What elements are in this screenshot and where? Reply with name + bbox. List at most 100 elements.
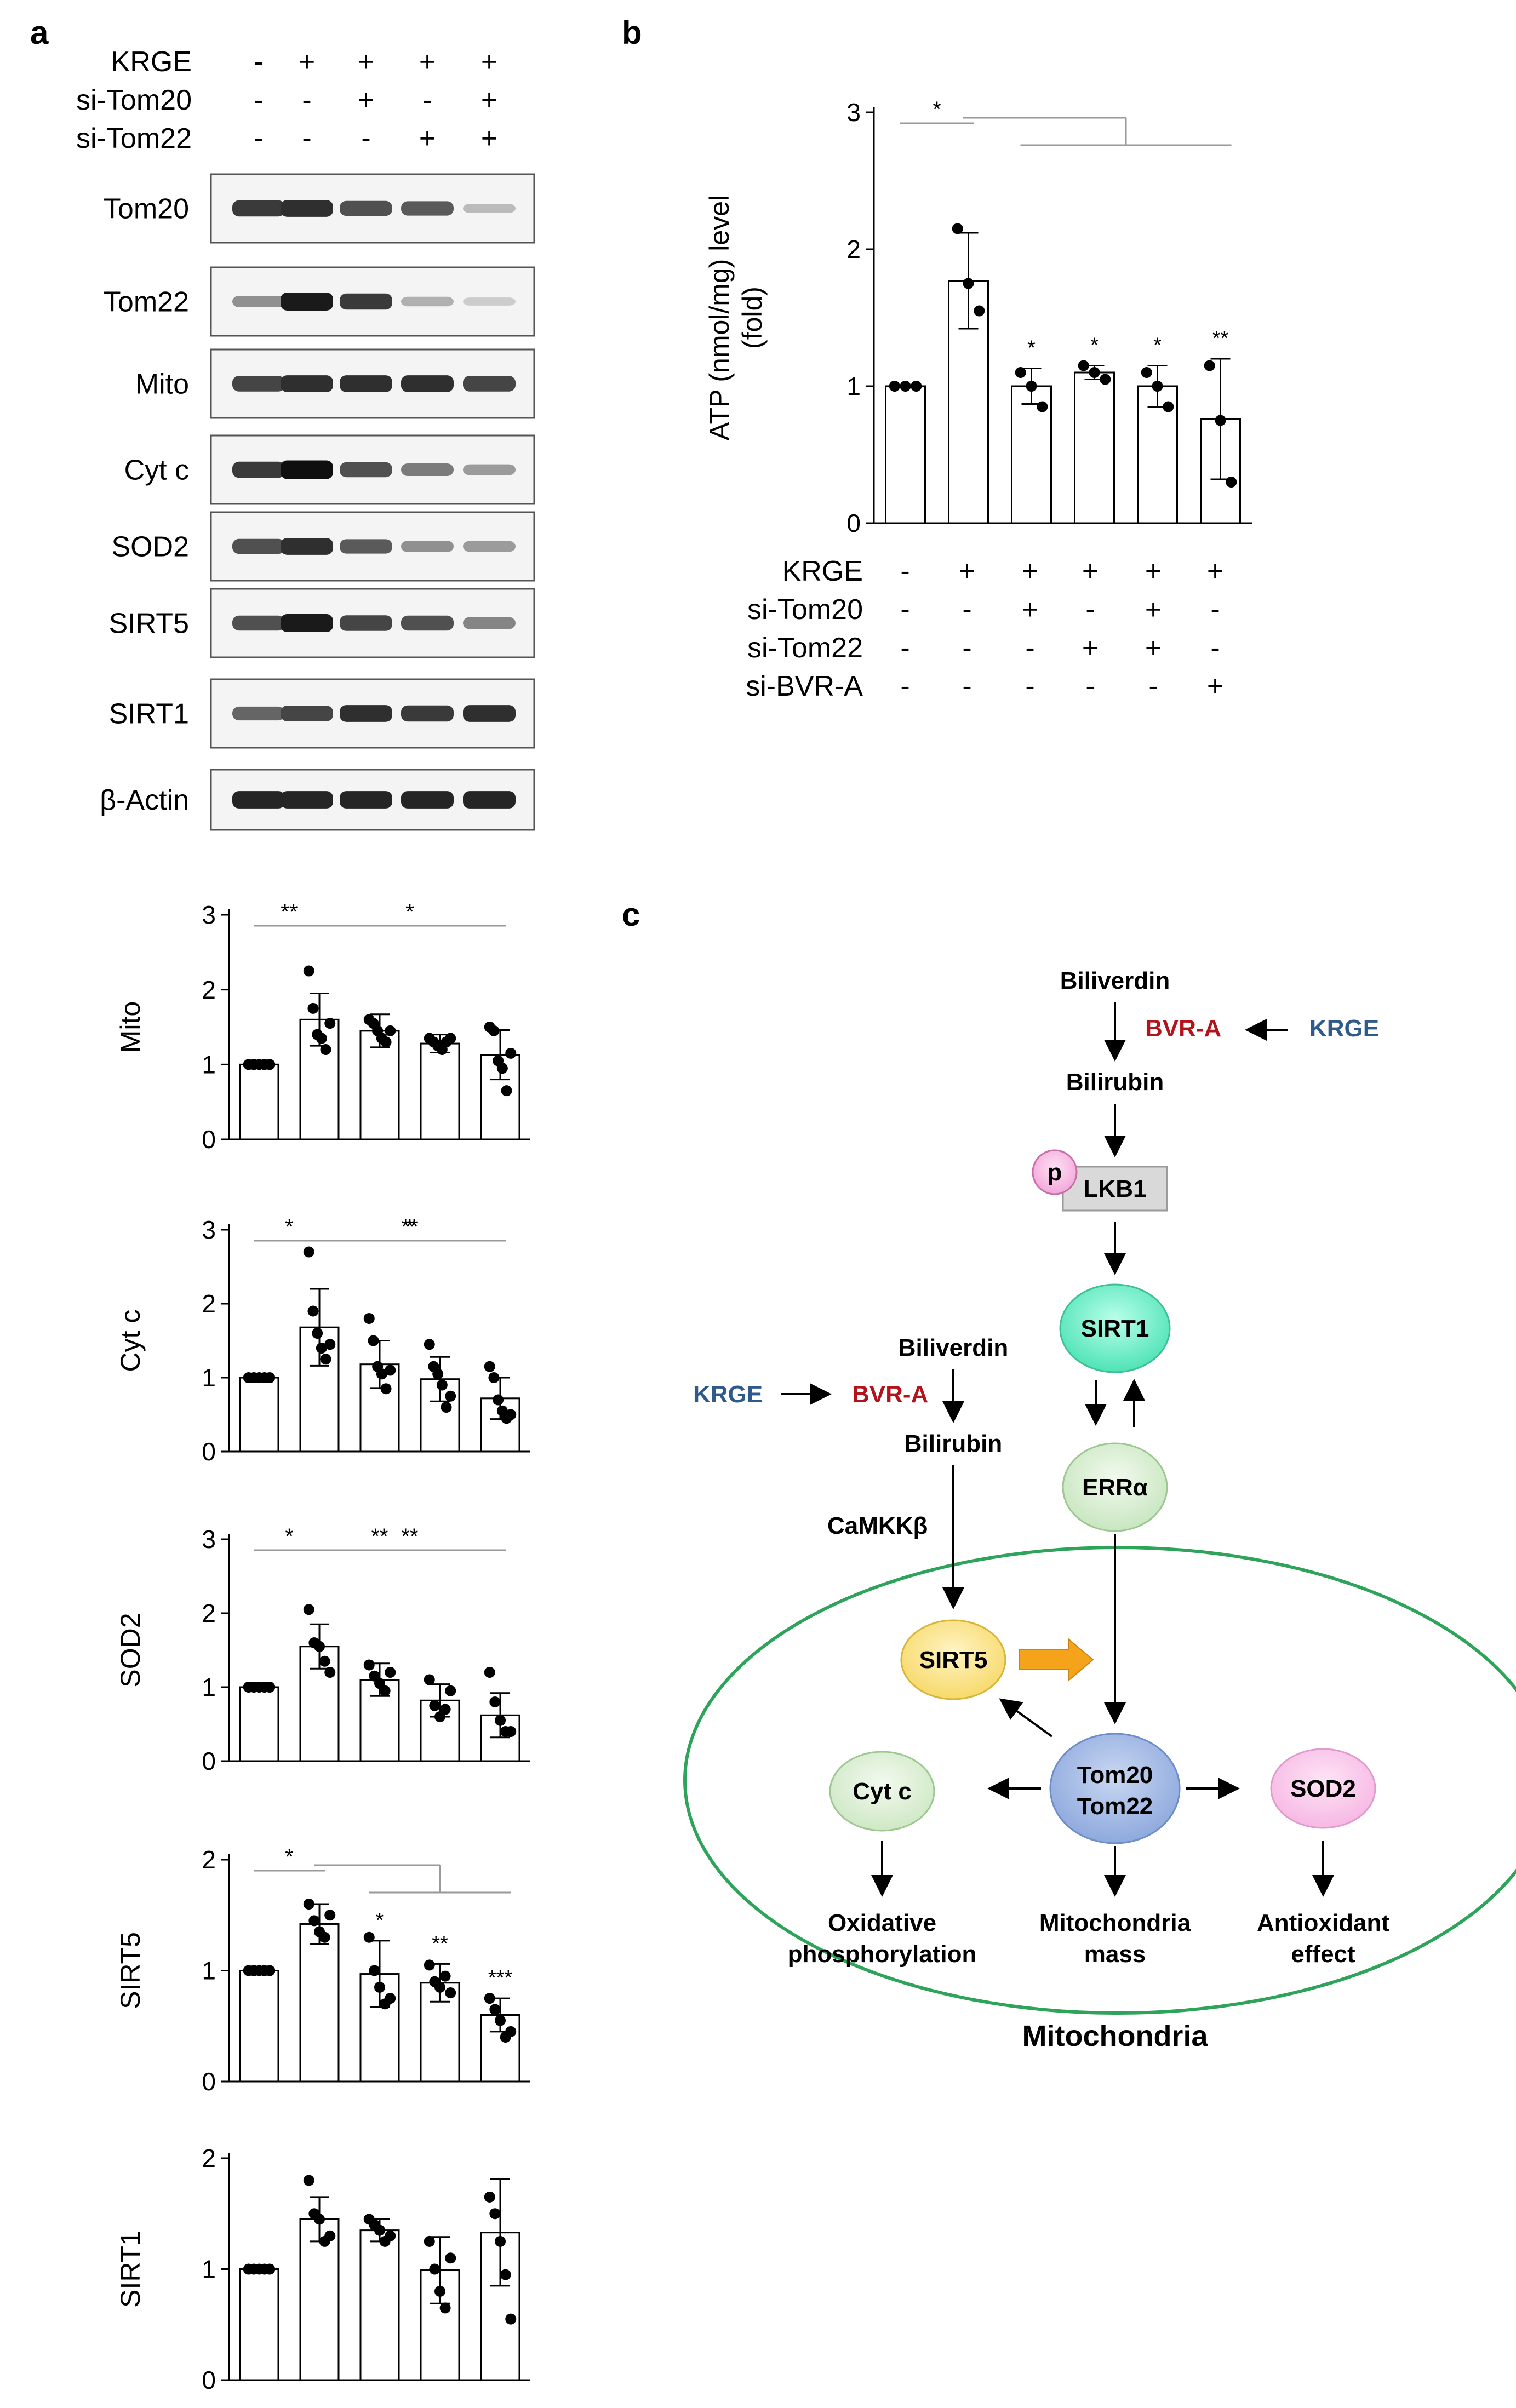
cond-a-sign: + bbox=[419, 123, 436, 154]
y-tick-label: 3 bbox=[846, 98, 861, 127]
cond-a-sign: - bbox=[254, 46, 263, 78]
cond-a-sign: + bbox=[481, 84, 497, 116]
data-point bbox=[303, 1604, 314, 1615]
data-point bbox=[1037, 401, 1048, 412]
blot-band bbox=[232, 706, 285, 721]
significance-stars: ** bbox=[401, 1215, 418, 1239]
data-point bbox=[493, 1394, 504, 1406]
cond-a-sign: - bbox=[254, 123, 263, 154]
cond-b-sign: - bbox=[1025, 632, 1034, 664]
data-point bbox=[974, 305, 985, 317]
significance-stars: ** bbox=[401, 1524, 418, 1549]
data-point bbox=[363, 1931, 375, 1943]
cond-b-sign: + bbox=[1082, 632, 1099, 664]
blot-band bbox=[281, 460, 333, 479]
data-point bbox=[264, 1682, 276, 1693]
bvra-top-label: BVR-A bbox=[1145, 1015, 1221, 1042]
phospho-circle bbox=[1032, 1149, 1078, 1195]
y-axis-label: Mito bbox=[115, 1001, 146, 1053]
erra-node bbox=[1062, 1442, 1168, 1532]
data-point bbox=[376, 1368, 387, 1380]
data-point bbox=[488, 1025, 500, 1036]
bar bbox=[420, 1042, 460, 1140]
blot-band bbox=[463, 376, 516, 392]
sirt1-node bbox=[1059, 1283, 1171, 1373]
cond-b-row-label: si-BVR-A bbox=[746, 670, 863, 702]
data-point bbox=[320, 1354, 331, 1365]
sirt5-node bbox=[900, 1619, 1006, 1700]
panel-label-b: b bbox=[622, 14, 642, 51]
blot-band bbox=[340, 375, 392, 392]
bar bbox=[1074, 371, 1115, 524]
y-tick-label: 0 bbox=[202, 2067, 216, 2096]
tom22-label: Tom22 bbox=[1077, 1793, 1153, 1820]
data-point bbox=[432, 1368, 444, 1380]
cond-b-sign: - bbox=[900, 555, 909, 587]
blot-band bbox=[340, 705, 392, 722]
y-tick-label: 2 bbox=[202, 2144, 216, 2172]
data-point bbox=[911, 381, 922, 392]
y-axis-label: SIRT1 bbox=[115, 2231, 146, 2308]
data-point bbox=[264, 1372, 276, 1383]
data-point bbox=[379, 1685, 391, 1696]
bilirubin-top-label: Bilirubin bbox=[1066, 1069, 1164, 1096]
cond-b-sign: - bbox=[900, 594, 909, 626]
y-tick-label: 0 bbox=[846, 509, 861, 537]
significance-stars: * bbox=[285, 1524, 294, 1549]
cytc-node bbox=[829, 1751, 935, 1832]
blot-band bbox=[463, 297, 516, 306]
cond-b-row-label: si-Tom20 bbox=[747, 594, 863, 626]
data-point bbox=[324, 1667, 336, 1678]
tom20-tom22-node bbox=[1049, 1733, 1181, 1844]
blot-band bbox=[232, 461, 285, 478]
blot-band bbox=[463, 204, 516, 213]
cond-b-sign: - bbox=[900, 670, 909, 702]
y-tick-label: 2 bbox=[202, 1289, 216, 1318]
data-point bbox=[424, 1674, 435, 1685]
data-point bbox=[495, 1715, 506, 1726]
data-point bbox=[1215, 415, 1226, 426]
blot-band bbox=[401, 201, 454, 216]
cond-b-sign: - bbox=[1085, 670, 1095, 702]
data-point bbox=[363, 1659, 375, 1671]
y-tick-label: 1 bbox=[202, 1673, 216, 1701]
blot-band bbox=[340, 462, 392, 478]
data-point bbox=[303, 1246, 314, 1258]
cond-a-row-label: si-Tom20 bbox=[76, 84, 192, 116]
data-point bbox=[380, 1036, 392, 1048]
y-tick-label: 0 bbox=[202, 1125, 216, 1154]
data-point bbox=[424, 1339, 435, 1350]
cond-b-sign: - bbox=[1025, 670, 1034, 702]
blot-label: Tom20 bbox=[104, 193, 189, 225]
blot-band bbox=[463, 791, 516, 809]
y-tick-label: 1 bbox=[202, 1957, 216, 1985]
data-point bbox=[385, 1364, 396, 1376]
bar bbox=[299, 2218, 340, 2381]
phospho-label: p bbox=[1048, 1159, 1062, 1186]
cond-a-sign: - bbox=[422, 84, 432, 116]
blot-band bbox=[401, 296, 454, 307]
blot-band bbox=[281, 706, 333, 721]
blot-band bbox=[463, 705, 516, 722]
cond-b-sign: + bbox=[1082, 555, 1099, 587]
cond-b-sign: - bbox=[1210, 594, 1220, 626]
arrow-tom-sirt5 bbox=[999, 1698, 1053, 1738]
sirt5-label: SIRT5 bbox=[919, 1647, 988, 1673]
significance-stars: * bbox=[405, 900, 414, 924]
bar bbox=[239, 2268, 279, 2381]
biliverdin-left-label: Biliverdin bbox=[899, 1334, 1009, 1361]
cond-b-sign: + bbox=[1207, 555, 1223, 587]
data-point bbox=[484, 1993, 495, 2004]
bar bbox=[885, 385, 926, 524]
blot-band bbox=[401, 705, 454, 722]
data-point bbox=[374, 2224, 385, 2236]
data-point bbox=[385, 2230, 396, 2241]
data-point bbox=[363, 1313, 375, 1324]
cond-b-sign: - bbox=[1085, 594, 1095, 626]
blot-label: SOD2 bbox=[111, 531, 189, 563]
